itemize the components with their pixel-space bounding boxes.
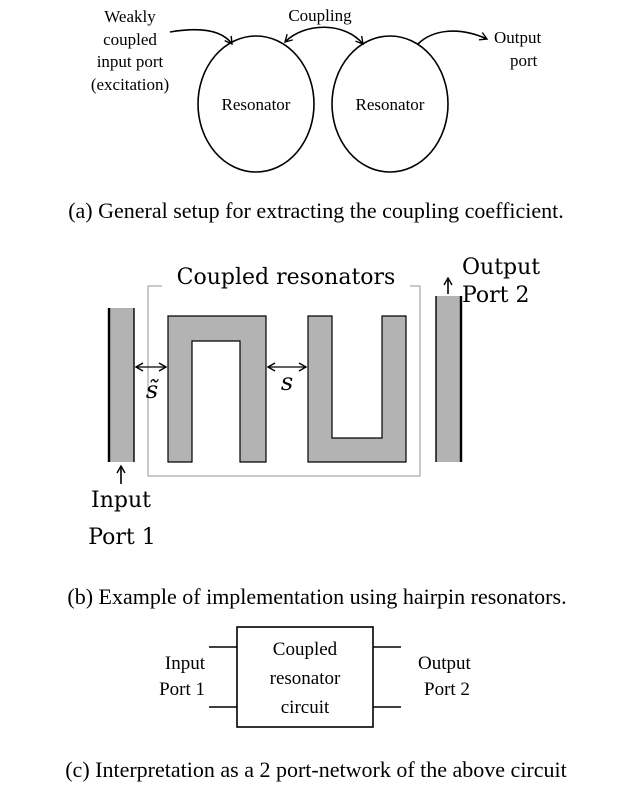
output-port-label-line-1: Output [494,28,542,47]
input-port-label-line-2: Port 1 [88,525,156,550]
coupling-label: Coupling [288,6,352,25]
output-label-line-2: Port 2 [424,679,470,700]
caption-a: (a) General setup for extracting the cou… [68,198,564,223]
panel-c: Coupled resonator circuit Input Port 1 O… [65,626,567,782]
output-port-label-line-1: Output [462,255,540,280]
resonator-right [331,35,449,173]
input-label-line-1: Input [165,653,206,674]
output-label-line-1: Output [418,653,472,674]
output-arrow [417,30,489,45]
output-port-label-line-2: port [510,51,538,70]
resonator-left-label: Resonator [222,95,291,114]
resonator-left [197,35,315,173]
coupling-arrow [284,26,364,46]
output-feed-line [436,296,461,462]
input-port-label-line-4: (excitation) [91,75,169,94]
block-label-line-1: Coupled [273,639,338,660]
panel-b: Coupled resonators s̃ s Output Port 2 In… [67,255,566,609]
input-port-label-line-1: Input [91,488,151,513]
caption-b: (b) Example of implementation using hair… [67,584,566,609]
caption-c: (c) Interpretation as a 2 port-network o… [65,757,567,782]
box-title-backdrop [162,261,410,291]
hairpin-resonator-right [307,315,407,463]
input-arrow [169,28,233,46]
panel-a: Weakly coupled input port (excitation) C… [68,6,564,223]
input-port-label-line-2: coupled [103,30,157,49]
block-label-line-3: circuit [281,697,330,718]
coupled-resonator-block [236,626,374,728]
input-feed-line [109,308,134,462]
output-port-label-line-2: Port 2 [462,283,530,308]
input-port-label-line-3: input port [97,52,164,71]
coupled-resonators-title: Coupled resonators [177,265,396,290]
resonator-right-label: Resonator [356,95,425,114]
input-label-line-2: Port 1 [159,679,205,700]
gap-left-symbol: s̃ [146,376,160,404]
hairpin-resonator-left [167,315,267,463]
gap-middle-symbol: s [281,368,293,396]
block-label-line-2: resonator [270,668,341,689]
input-port-label-line-1: Weakly [104,7,156,26]
